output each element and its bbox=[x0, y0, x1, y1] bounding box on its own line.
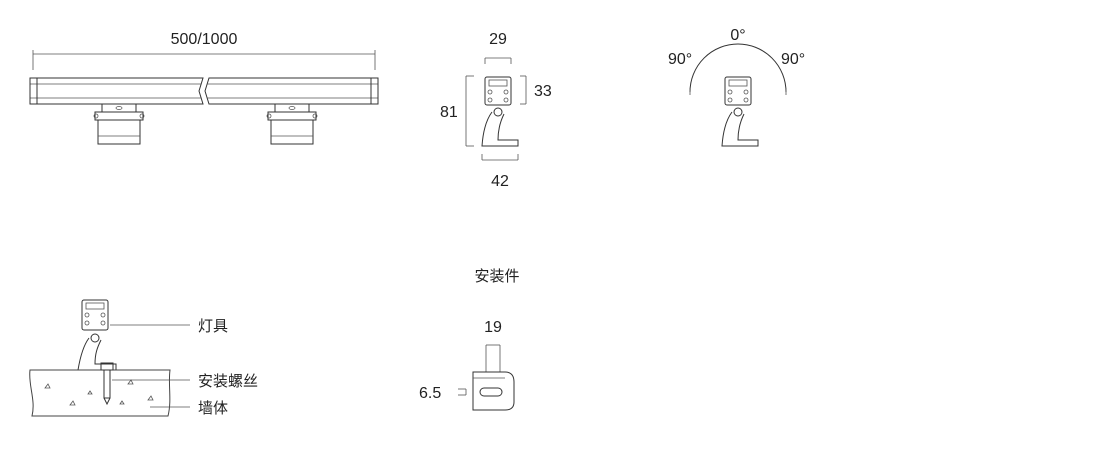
length-label: 500/1000 bbox=[171, 31, 238, 48]
rotation-view: 0° 90° 90° bbox=[668, 27, 805, 147]
screw-hole bbox=[100, 320, 106, 326]
concrete-mark bbox=[119, 400, 125, 405]
rotation-arc bbox=[689, 43, 787, 93]
screw-shank bbox=[103, 369, 111, 399]
screw-hole bbox=[100, 312, 106, 318]
bracket-arm bbox=[721, 111, 759, 147]
wall-block bbox=[29, 369, 171, 417]
concrete-mark bbox=[44, 383, 51, 389]
concrete-mark bbox=[127, 379, 134, 385]
base-width-label: 42 bbox=[491, 173, 509, 190]
screw-hole bbox=[727, 97, 733, 103]
lamp-label: 灯具 bbox=[198, 317, 228, 335]
screw-hole bbox=[727, 89, 733, 95]
swivel-pivot bbox=[90, 333, 100, 343]
head-detail bbox=[488, 79, 508, 87]
bracket-slot bbox=[479, 387, 503, 397]
screw-hole bbox=[503, 89, 509, 95]
screw-tip bbox=[103, 397, 111, 406]
swivel-pivot bbox=[493, 107, 503, 117]
screw-hole bbox=[503, 97, 509, 103]
bracket-arm bbox=[77, 337, 117, 371]
angle-center-label: 0° bbox=[730, 27, 745, 44]
mounting-view: 灯具 安装螺丝 墙体 bbox=[29, 299, 258, 417]
width-top-label: 29 bbox=[489, 31, 507, 48]
bar-end-cap-right bbox=[370, 77, 379, 105]
bar-segment-left bbox=[29, 77, 204, 105]
angle-left-label: 90° bbox=[668, 51, 692, 68]
screw-hole bbox=[743, 97, 749, 103]
screw-hole bbox=[743, 89, 749, 95]
wall-label: 墙体 bbox=[198, 399, 228, 417]
front-bracket-left bbox=[93, 103, 145, 145]
bracket-width-label: 19 bbox=[484, 319, 502, 336]
lamp-head-profile bbox=[81, 299, 109, 331]
angle-right-label: 90° bbox=[781, 51, 805, 68]
height-head-label: 33 bbox=[534, 83, 552, 100]
screw-hole bbox=[84, 320, 90, 326]
lamp-head-profile bbox=[484, 76, 512, 106]
lamp-head-profile bbox=[724, 76, 752, 106]
bracket-slot-label: 6.5 bbox=[419, 385, 441, 402]
screw-hole bbox=[487, 89, 493, 95]
screw-hole bbox=[84, 312, 90, 318]
concrete-mark bbox=[147, 395, 154, 401]
concrete-mark bbox=[87, 390, 93, 395]
head-detail bbox=[85, 302, 105, 310]
front-bracket-right bbox=[266, 103, 318, 145]
bracket-part-view: 安装件 19 6.5 bbox=[419, 267, 520, 411]
height-total-label: 81 bbox=[440, 104, 458, 121]
front-view: 500/1000 bbox=[29, 31, 379, 145]
bracket-body bbox=[472, 371, 515, 411]
bracket-title: 安装件 bbox=[474, 267, 519, 285]
screw-hole bbox=[487, 97, 493, 103]
bracket-arm bbox=[481, 111, 519, 147]
screw-label: 安装螺丝 bbox=[198, 372, 258, 390]
head-detail bbox=[728, 79, 748, 87]
bar-segment-right bbox=[204, 77, 379, 105]
swivel-pivot bbox=[733, 107, 743, 117]
bar-end-cap-left bbox=[29, 77, 38, 105]
concrete-mark bbox=[69, 400, 76, 406]
side-view: 29 33 81 42 bbox=[440, 31, 552, 190]
